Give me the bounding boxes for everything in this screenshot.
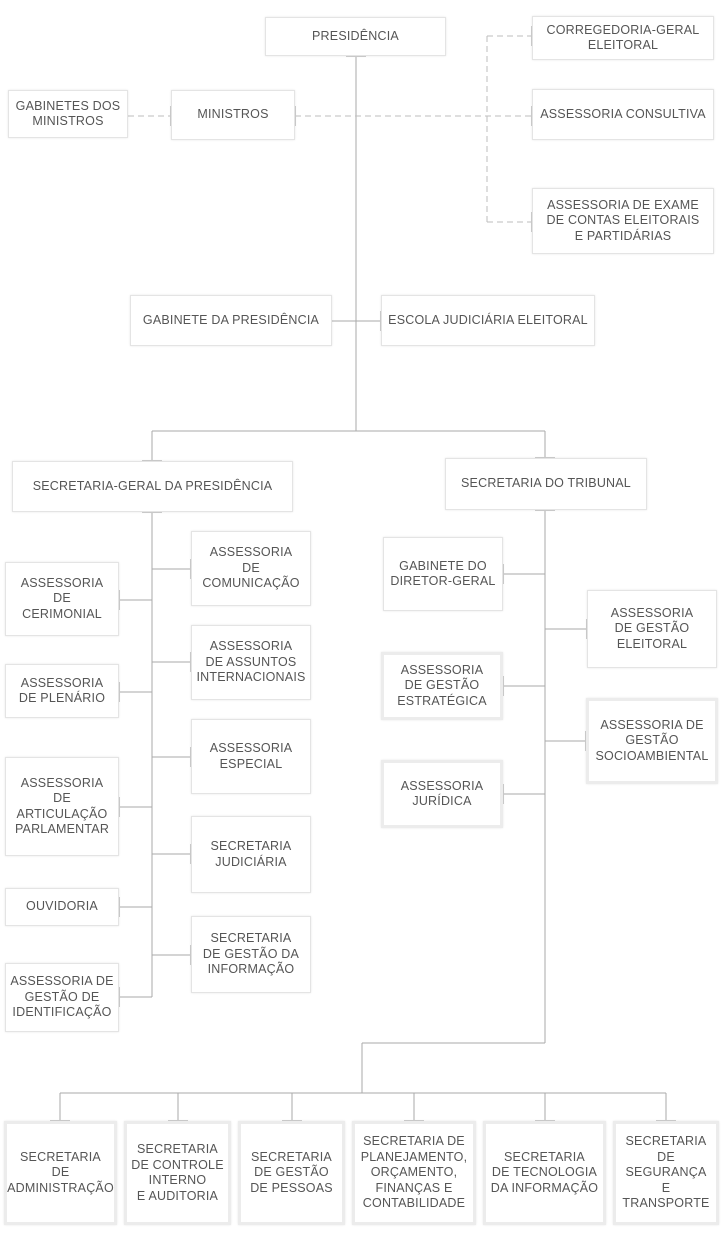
node-assessoria-consultiva: ASSESSORIA CONSULTIVA [532, 89, 714, 140]
node-assessoria-internacionais: ASSESSORIA DE ASSUNTOS INTERNACIONAIS [191, 625, 311, 700]
node-gabinetes-ministros: GABINETES DOS MINISTROS [8, 90, 128, 138]
node-assessoria-juridica: ASSESSORIA JURÍDICA [381, 760, 503, 828]
node-corregedoria: CORREGEDORIA-GERAL ELEITORAL [532, 16, 714, 60]
node-secretaria-geral: SECRETARIA-GERAL DA PRESIDÊNCIA [12, 461, 293, 512]
node-assessoria-exame-contas: ASSESSORIA DE EXAME DE CONTAS ELEITORAIS… [532, 188, 714, 254]
node-secretaria-planejamento: SECRETARIA DE PLANEJAMENTO, ORÇAMENTO, F… [352, 1121, 476, 1225]
node-secretaria-seguranca: SECRETARIA DE SEGURANÇA E TRANSPORTE [613, 1121, 719, 1225]
node-secretaria-gestao-informacao: SECRETARIA DE GESTÃO DA INFORMAÇÃO [191, 916, 311, 993]
node-presidencia: PRESIDÊNCIA [265, 17, 446, 56]
node-assessoria-cerimonial: ASSESSORIA DE CERIMONIAL [5, 562, 119, 636]
node-ouvidoria: OUVIDORIA [5, 888, 119, 926]
node-secretaria-administracao: SECRETARIA DE ADMINISTRAÇÃO [4, 1121, 117, 1225]
node-assessoria-gestao-estrategica: ASSESSORIA DE GESTÃO ESTRATÉGICA [381, 652, 503, 720]
node-assessoria-comunicacao: ASSESSORIA DE COMUNICAÇÃO [191, 531, 311, 606]
node-assessoria-especial: ASSESSORIA ESPECIAL [191, 719, 311, 794]
node-ministros: MINISTROS [171, 90, 295, 140]
node-secretaria-judiciaria: SECRETARIA JUDICIÁRIA [191, 816, 311, 893]
node-secretaria-tribunal: SECRETARIA DO TRIBUNAL [445, 458, 647, 510]
node-secretaria-gestao-pessoas: SECRETARIA DE GESTÃO DE PESSOAS [238, 1121, 345, 1225]
node-gabinete-presidencia: GABINETE DA PRESIDÊNCIA [130, 295, 332, 346]
node-assessoria-socioambiental: ASSESSORIA DE GESTÃO SOCIOAMBIENTAL [586, 698, 718, 784]
node-secretaria-ti: SECRETARIA DE TECNOLOGIA DA INFORMAÇÃO [483, 1121, 606, 1225]
node-gabinete-diretor-geral: GABINETE DO DIRETOR-GERAL [383, 537, 503, 611]
node-assessoria-gestao-eleitoral: ASSESSORIA DE GESTÃO ELEITORAL [587, 590, 717, 668]
node-assessoria-identificacao: ASSESSORIA DE GESTÃO DE IDENTIFICAÇÃO [5, 963, 119, 1032]
node-secretaria-controle-interno: SECRETARIA DE CONTROLE INTERNO E AUDITOR… [124, 1121, 231, 1225]
node-escola-judiciaria: ESCOLA JUDICIÁRIA ELEITORAL [381, 295, 595, 346]
node-assessoria-plenario: ASSESSORIA DE PLENÁRIO [5, 664, 119, 718]
node-assessoria-parlamentar: ASSESSORIA DE ARTICULAÇÃO PARLAMENTAR [5, 757, 119, 856]
